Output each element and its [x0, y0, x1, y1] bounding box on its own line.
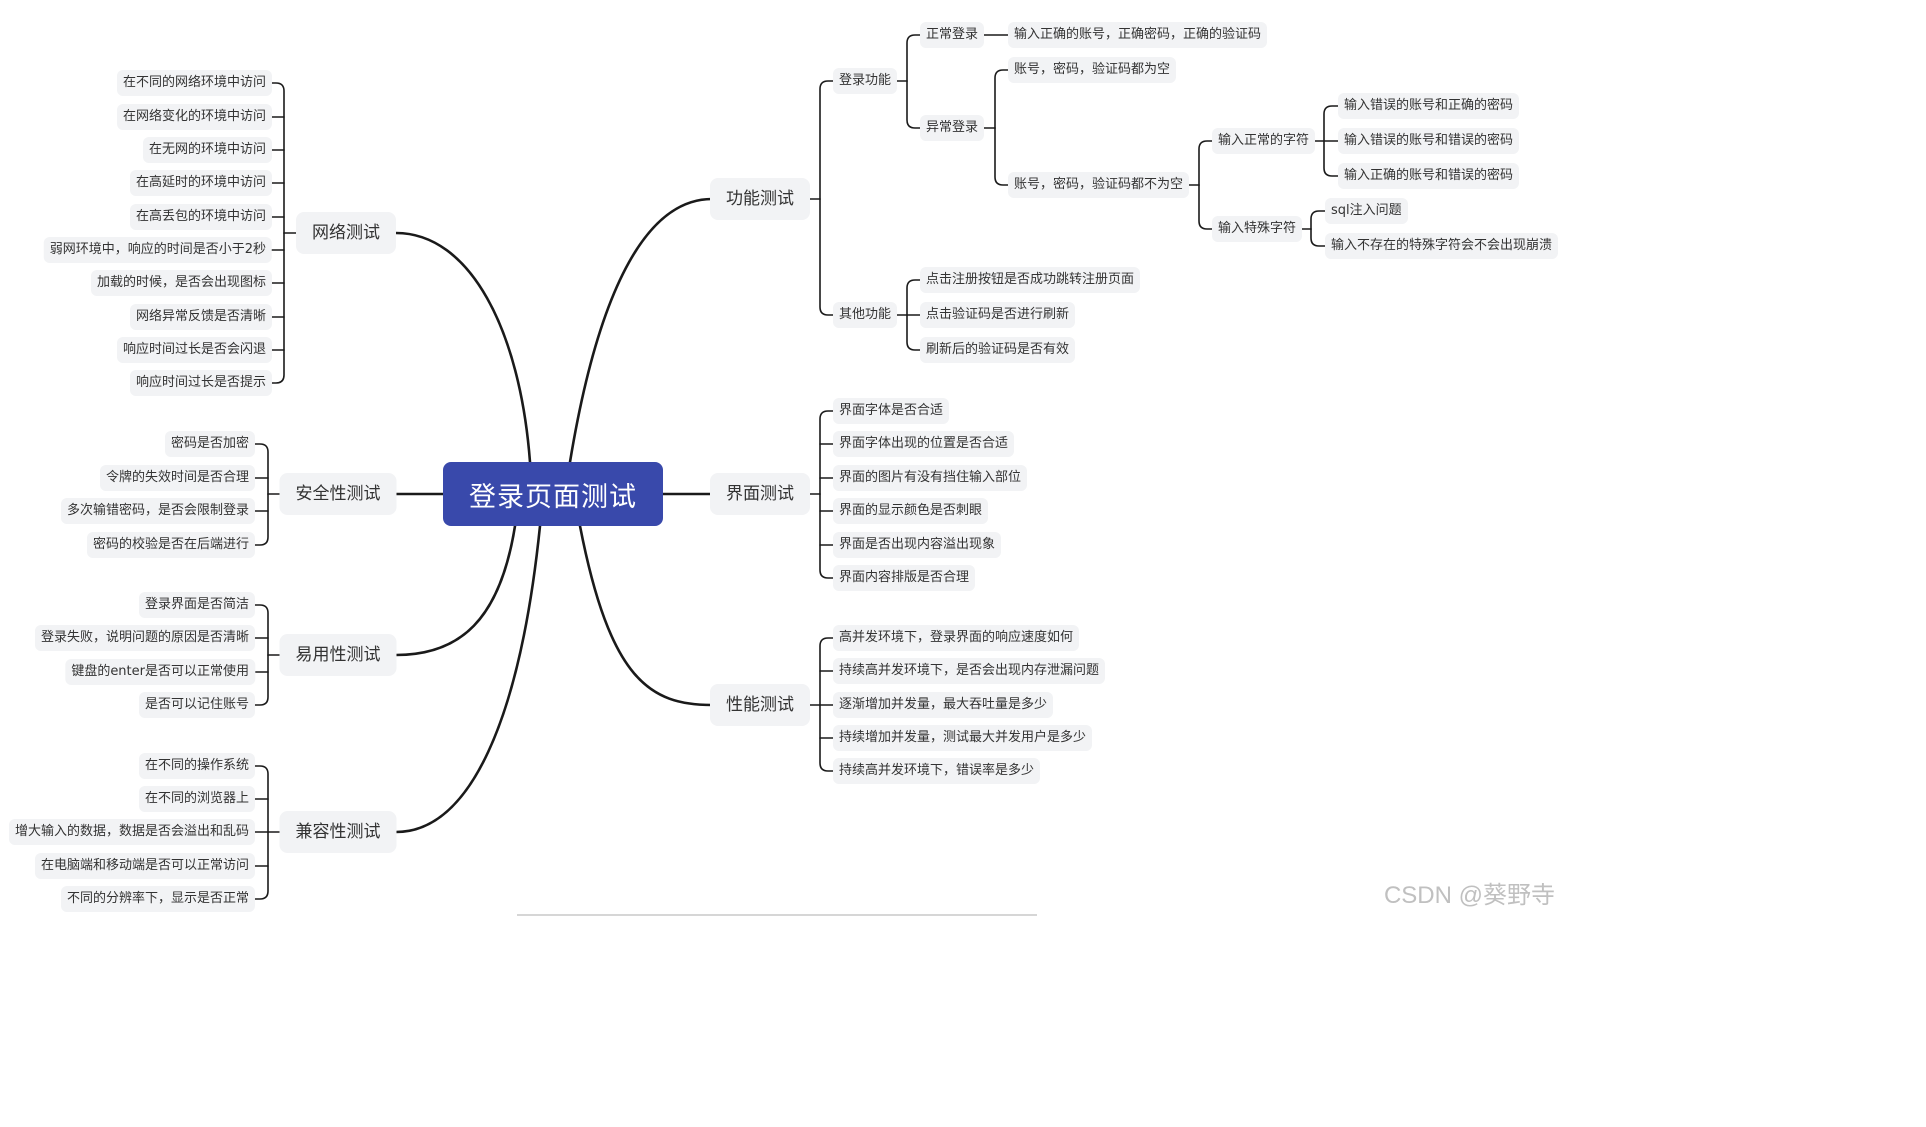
list-item[interactable]: 在不同的浏览器上	[138, 786, 255, 812]
connector-line	[254, 604, 269, 656]
connector-line	[906, 314, 921, 351]
list-item[interactable]: 逐渐增加并发量，最大吞吐量是多少	[833, 692, 1054, 718]
bottom-divider	[517, 914, 1037, 916]
connector-line	[819, 198, 834, 316]
list-item[interactable]: 界面字体是否合适	[833, 398, 950, 424]
node-all-not-empty[interactable]: 账号，密码，验证码都不为空	[1008, 172, 1190, 198]
list-item[interactable]: 增大输入的数据，数据是否会溢出和乱码	[8, 819, 255, 845]
list-item[interactable]: 输入不存在的特殊字符会不会出现崩溃	[1325, 233, 1559, 259]
branch-compatibility-test[interactable]: 兼容性测试	[279, 811, 397, 853]
list-item[interactable]: 刷新后的验证码是否有效	[920, 337, 1076, 363]
list-item[interactable]: 界面的图片有没有挡住输入部位	[833, 465, 1028, 491]
list-item[interactable]: 加载的时候，是否会出现图标	[90, 270, 272, 296]
list-item[interactable]: 输入正确的账号和错误的密码	[1338, 163, 1520, 189]
list-item[interactable]: sql注入问题	[1325, 198, 1408, 224]
branch-ui-test[interactable]: 界面测试	[710, 473, 810, 515]
list-item[interactable]: 在电脑端和移动端是否可以正常访问	[34, 853, 255, 879]
root-topic[interactable]: 登录页面测试	[443, 462, 663, 526]
list-item[interactable]: 持续增加并发量，测试最大并发用户是多少	[833, 725, 1093, 751]
connector-line	[1323, 140, 1339, 177]
list-item[interactable]: 在无网的环境中访问	[142, 137, 272, 163]
node-other-function[interactable]: 其他功能	[833, 302, 898, 328]
list-item[interactable]: 登录界面是否简洁	[138, 592, 255, 618]
connector-lines	[254, 34, 1339, 900]
connector-line	[254, 443, 269, 495]
node-normal-chars[interactable]: 输入正常的字符	[1212, 128, 1316, 154]
node-all-empty[interactable]: 账号，密码，验证码都为空	[1008, 57, 1177, 83]
connector-line	[254, 654, 269, 706]
list-item[interactable]: 令牌的失效时间是否合理	[99, 465, 255, 491]
connector-line	[1323, 105, 1339, 142]
list-item[interactable]: 在高丢包的环境中访问	[129, 204, 272, 230]
connector-line	[819, 80, 834, 200]
connector-line	[271, 82, 285, 234]
connector-line	[819, 410, 834, 495]
list-item[interactable]: 点击验证码是否进行刷新	[920, 302, 1076, 328]
connector-line	[906, 34, 921, 82]
connector-line	[1310, 210, 1326, 230]
watermark: CSDN @葵野寺	[1383, 882, 1555, 909]
branch-performance-test[interactable]: 性能测试	[710, 684, 810, 726]
branch-usability-test[interactable]: 易用性测试	[279, 634, 397, 676]
connector-line	[254, 831, 269, 900]
list-item[interactable]: 点击注册按钮是否成功跳转注册页面	[920, 267, 1141, 293]
connector-line	[254, 493, 269, 546]
node-special-chars[interactable]: 输入特殊字符	[1212, 216, 1303, 242]
list-item[interactable]: 高并发环境下，登录界面的响应速度如何	[833, 625, 1080, 651]
list-item[interactable]: 持续高并发环境下，是否会出现内存泄漏问题	[833, 658, 1106, 684]
connector-line	[906, 279, 921, 316]
connector-line	[819, 704, 834, 772]
connector-line	[994, 69, 1009, 129]
connector-line	[906, 80, 921, 129]
list-item[interactable]: 是否可以记住账号	[138, 692, 255, 718]
list-item[interactable]: 持续高并发环境下，错误率是多少	[833, 758, 1041, 784]
connector-line	[1198, 184, 1213, 230]
connector-line	[1198, 140, 1213, 186]
connector-line	[578, 524, 714, 707]
list-item[interactable]: 弱网环境中，响应的时间是否小于2秒	[43, 237, 272, 263]
node-login-function[interactable]: 登录功能	[833, 68, 898, 94]
connector-line	[394, 524, 517, 657]
list-item[interactable]: 不同的分辨率下，显示是否正常	[60, 886, 255, 912]
list-item[interactable]: 界面的显示颜色是否刺眼	[833, 498, 989, 524]
list-item[interactable]: 在高延时的环境中访问	[129, 170, 272, 196]
list-item[interactable]: 键盘的enter是否可以正常使用	[65, 659, 255, 685]
list-item[interactable]: 密码是否加密	[164, 431, 255, 457]
list-item[interactable]: 界面是否出现内容溢出现象	[833, 532, 1002, 558]
connector-line	[994, 127, 1009, 186]
connector-line	[394, 524, 542, 834]
connector-line	[1310, 228, 1326, 247]
list-item[interactable]: 登录失败，说明问题的原因是否清晰	[34, 625, 255, 651]
list-item[interactable]: 多次输错密码，是否会限制登录	[60, 498, 255, 524]
connector-line	[394, 231, 532, 464]
list-item[interactable]: 网络异常反馈是否清晰	[129, 304, 272, 330]
list-item[interactable]: 在不同的操作系统	[138, 753, 255, 779]
node-normal-login-detail[interactable]: 输入正确的账号，正确密码，正确的验证码	[1008, 22, 1268, 48]
branch-security-test[interactable]: 安全性测试	[279, 473, 397, 515]
branch-functional-test[interactable]: 功能测试	[710, 178, 810, 220]
node-abnormal-login[interactable]: 异常登录	[920, 115, 985, 141]
list-item[interactable]: 界面字体出现的位置是否合适	[833, 431, 1015, 457]
list-item[interactable]: 输入错误的账号和错误的密码	[1338, 128, 1520, 154]
list-item[interactable]: 响应时间过长是否提示	[129, 370, 272, 396]
connector-line	[254, 765, 269, 833]
branch-network-test[interactable]: 网络测试	[296, 212, 396, 254]
connector-line	[819, 637, 834, 706]
list-item[interactable]: 在网络变化的环境中访问	[116, 104, 272, 130]
list-item[interactable]: 在不同的网络环境中访问	[116, 70, 272, 96]
connector-line	[568, 197, 714, 464]
node-normal-login[interactable]: 正常登录	[920, 22, 985, 48]
list-item[interactable]: 界面内容排版是否合理	[833, 565, 976, 591]
connector-line	[819, 493, 834, 579]
list-item[interactable]: 输入错误的账号和正确的密码	[1338, 93, 1520, 119]
connector-line	[271, 232, 285, 384]
list-item[interactable]: 响应时间过长是否会闪退	[116, 337, 272, 363]
list-item[interactable]: 密码的校验是否在后端进行	[86, 532, 255, 558]
